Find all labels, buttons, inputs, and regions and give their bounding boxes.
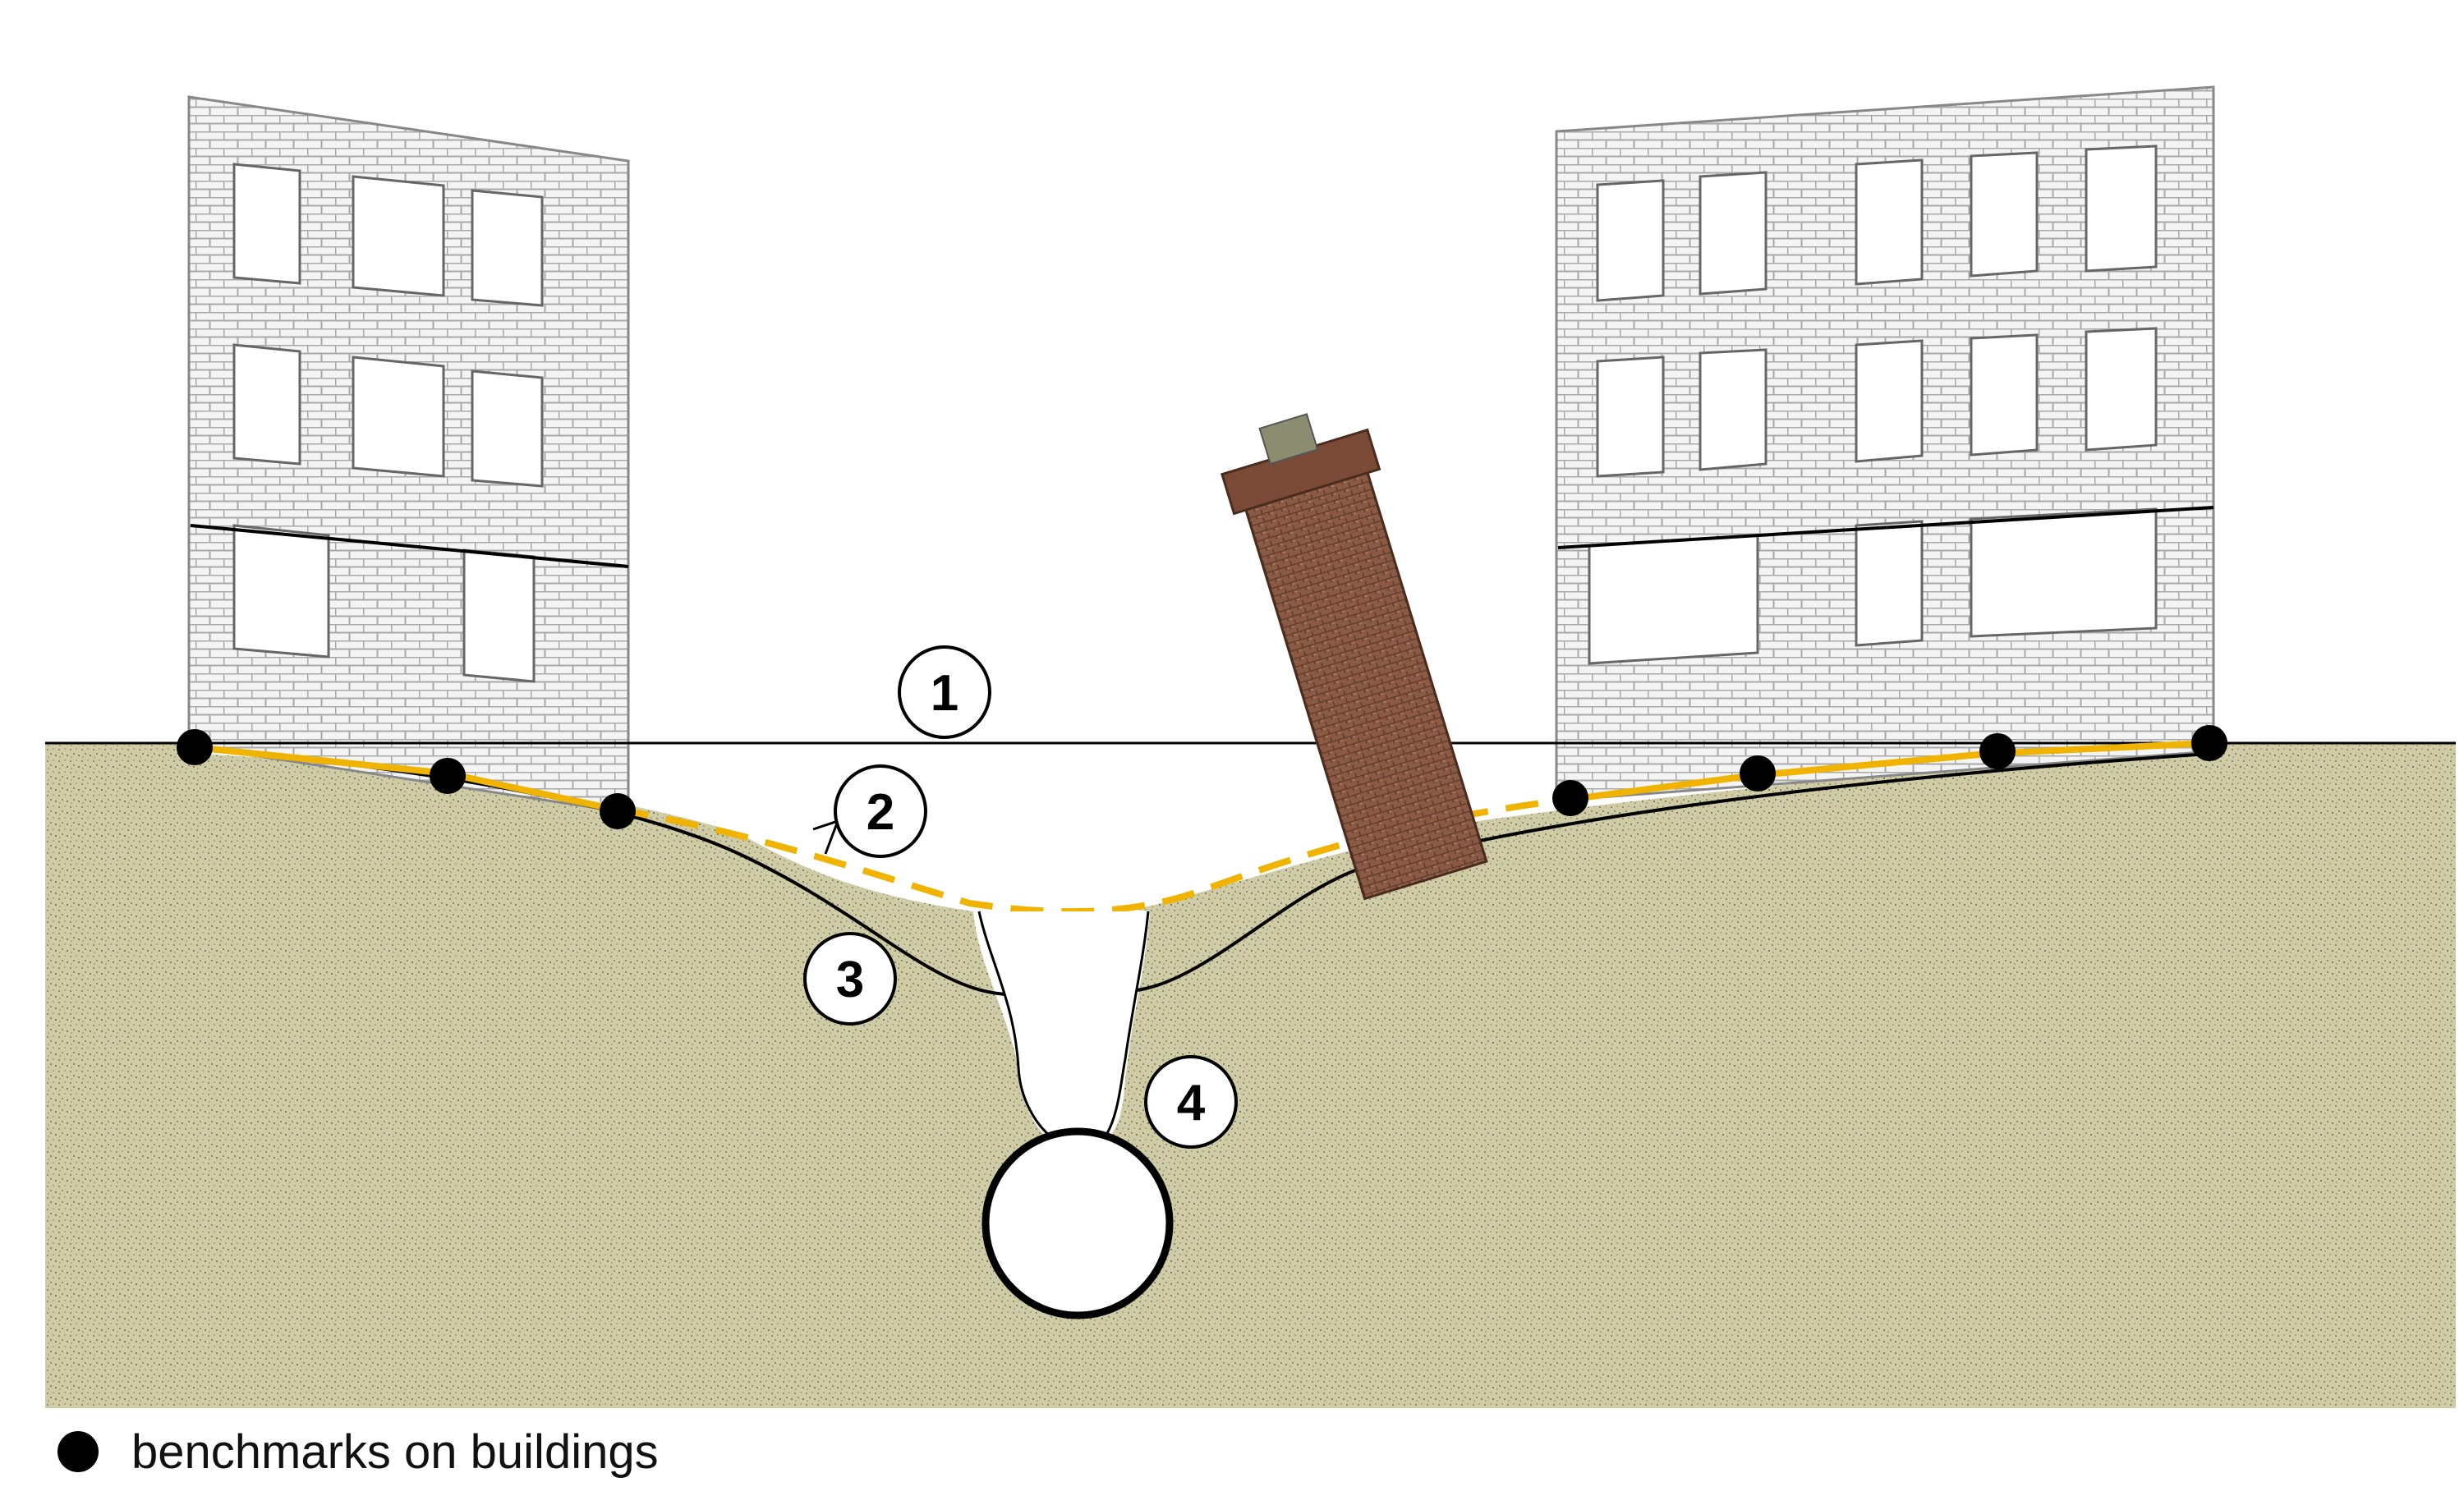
ground <box>45 743 2456 1408</box>
benchmarks <box>177 725 2227 829</box>
benchmark-dot <box>1740 755 1776 792</box>
left-building <box>187 95 630 815</box>
tunnel-cavity <box>981 1127 1174 1319</box>
benchmark-dot <box>430 758 466 794</box>
callout-2: 2 <box>834 764 927 858</box>
callout-label-4: 4 <box>1177 1075 1206 1131</box>
callout-4: 4 <box>1144 1055 1238 1149</box>
callout-1: 1 <box>898 645 991 739</box>
legend-text: benchmarks on buildings <box>131 1425 659 1479</box>
tilted-tower <box>1221 413 1488 901</box>
right-building <box>1555 85 2215 802</box>
callout-label-2: 2 <box>867 784 894 841</box>
benchmark-dot <box>2191 725 2227 761</box>
legend: benchmarks on buildings <box>57 1419 659 1485</box>
callout-label-3: 3 <box>836 952 864 1008</box>
callout-3: 3 <box>803 932 897 1026</box>
benchmark-dot <box>1552 780 1588 816</box>
benchmark-dot <box>177 729 213 765</box>
benchmark-dot <box>600 793 636 829</box>
benchmark-line-solid-right <box>1560 740 2210 804</box>
callout-label-1: 1 <box>931 665 958 722</box>
filled-circle-icon <box>57 1431 99 1472</box>
benchmark-dot <box>1979 733 2016 769</box>
